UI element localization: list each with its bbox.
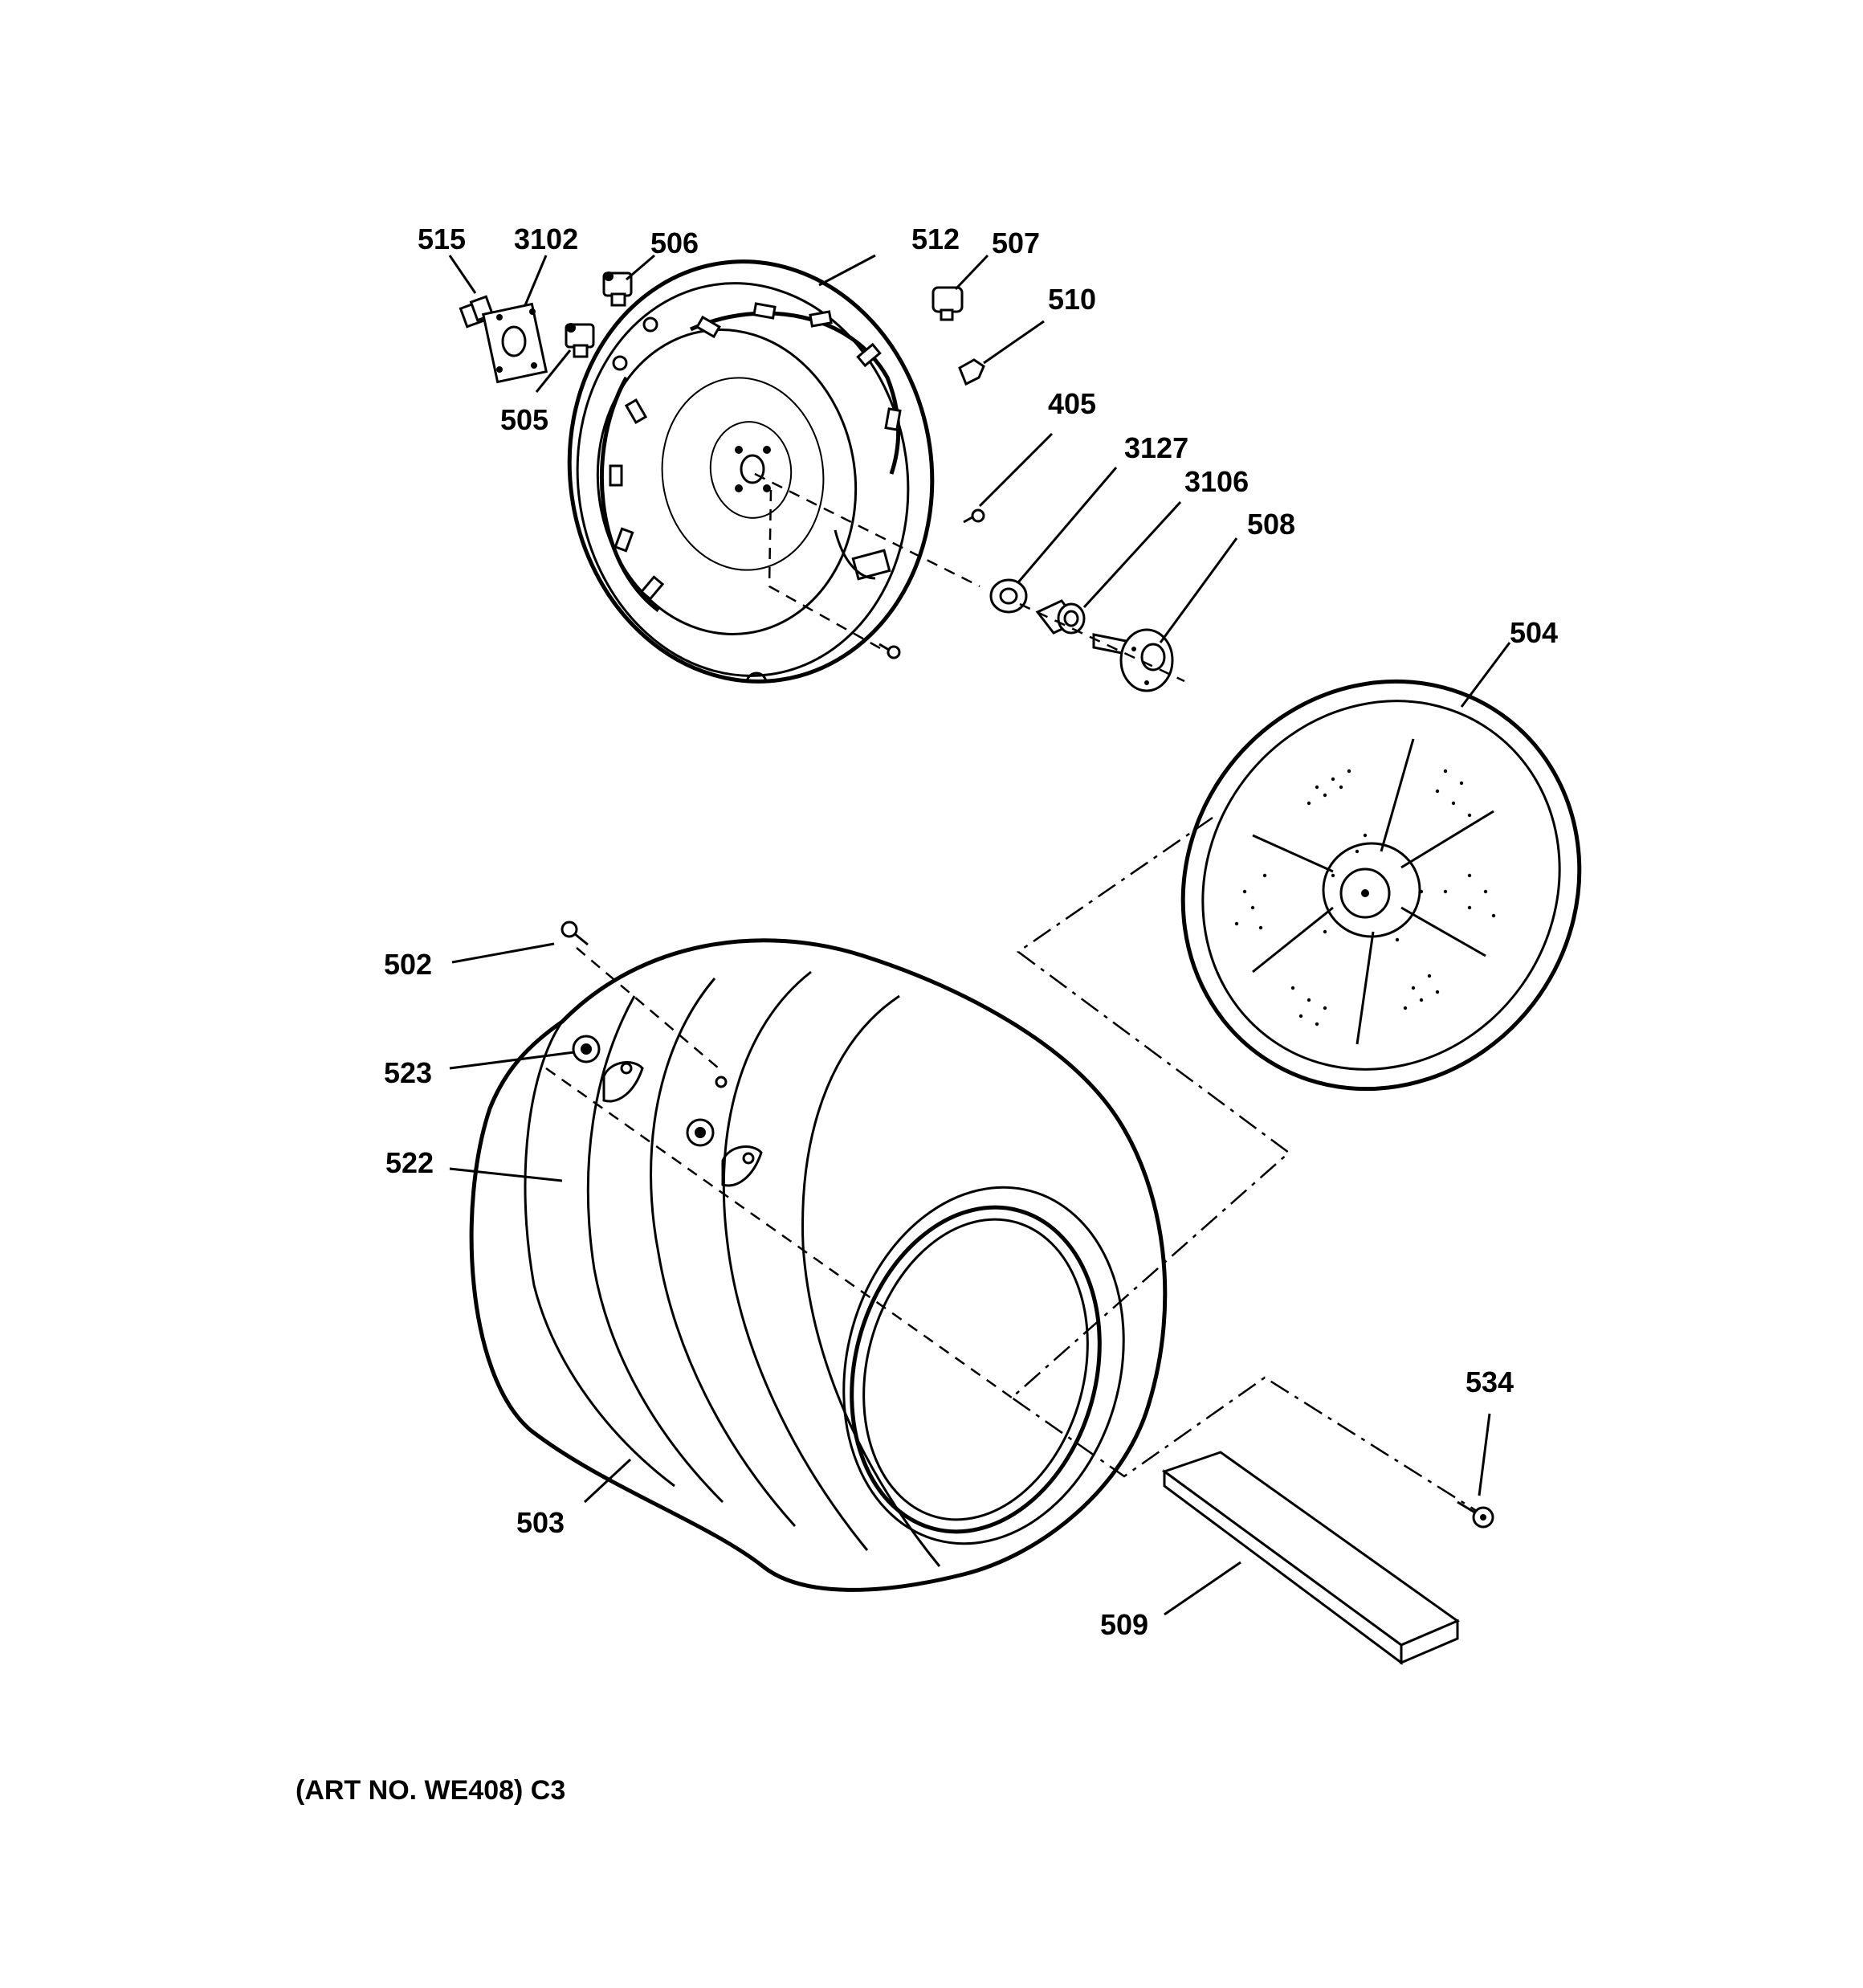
art-number: (ART NO. WE408) C3 (296, 1775, 565, 1806)
callout-502: 502 (384, 948, 432, 981)
part-505-thermostat (565, 323, 595, 358)
part-510-clip (958, 358, 985, 386)
leader-lines (448, 254, 1511, 1616)
rear-bulkhead-512 (567, 259, 935, 684)
part-507-fuse (932, 286, 964, 321)
callout-3106: 3106 (1184, 465, 1249, 498)
callout-3127: 3127 (1124, 431, 1188, 464)
callout-504: 504 (1510, 616, 1558, 649)
callout-522: 522 (385, 1146, 434, 1179)
part-3127-washer (989, 578, 1028, 614)
part-534-screw (1457, 1500, 1494, 1529)
callout-503: 503 (516, 1506, 565, 1539)
bulkhead-screw (879, 643, 901, 659)
part-508-shaft (1092, 628, 1174, 692)
callout-405: 405 (1048, 387, 1096, 420)
callout-3102: 3102 (514, 222, 578, 255)
drum-front-504 (1180, 679, 1582, 1092)
part-3106-bearing (1035, 599, 1086, 635)
callout-505: 505 (500, 403, 548, 436)
callout-512: 512 (911, 222, 960, 255)
callout-515: 515 (418, 222, 466, 255)
part-405-screw (963, 508, 985, 524)
callout-506: 506 (650, 227, 699, 259)
callout-510: 510 (1048, 283, 1096, 316)
part-3102-plate (481, 302, 548, 384)
callout-534: 534 (1466, 1365, 1514, 1398)
part-509-baffle (1161, 1451, 1461, 1665)
part-506-thermostat (602, 271, 633, 307)
callout-509: 509 (1100, 1608, 1148, 1641)
part-502-screw (561, 921, 589, 946)
drum-503 (469, 938, 1168, 1592)
callout-523: 523 (384, 1056, 432, 1089)
callout-508: 508 (1247, 508, 1295, 541)
callout-507: 507 (992, 227, 1040, 259)
